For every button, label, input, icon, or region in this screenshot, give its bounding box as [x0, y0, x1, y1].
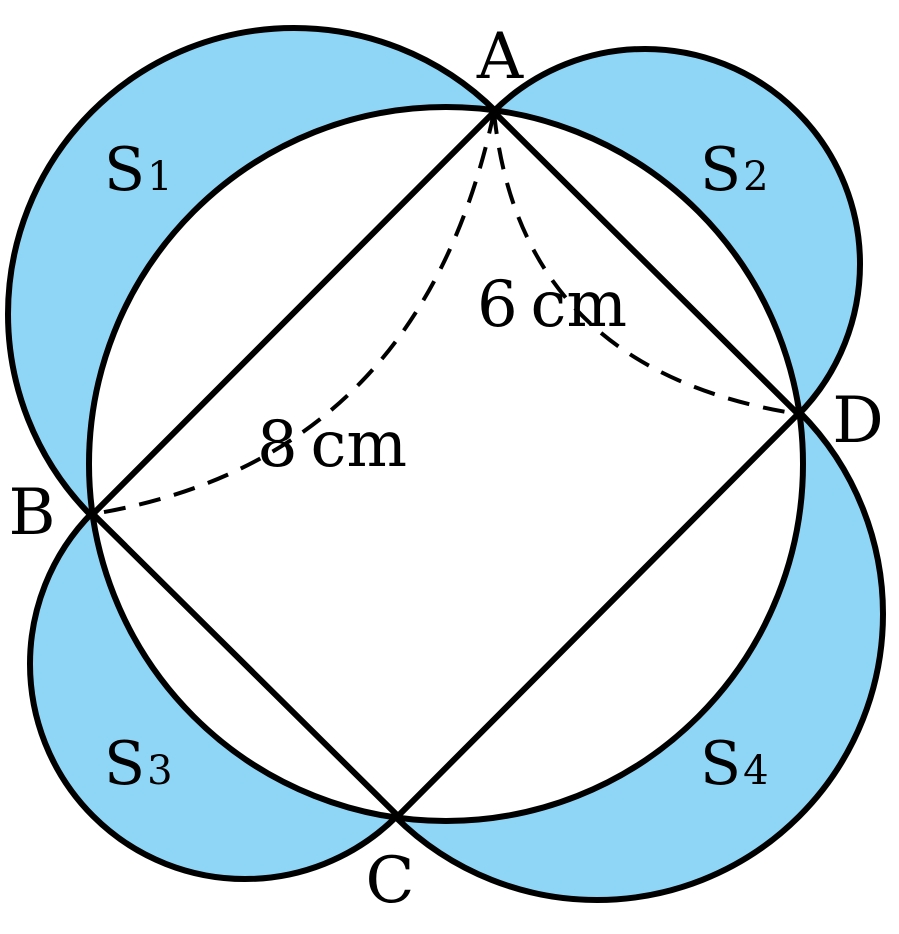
vertex-label-a: A	[476, 20, 524, 94]
region-label-s1: S1	[104, 135, 173, 205]
region-label-s4: S4	[700, 729, 769, 799]
rectangle-abcd	[88, 107, 803, 821]
dimension-arc-ad	[492, 111, 799, 416]
length-label-ad: 6 cm	[477, 268, 627, 342]
vertex-label-c: C	[366, 844, 415, 918]
region-label-s2: S2	[700, 135, 769, 205]
vertex-label-d: D	[832, 384, 883, 458]
circumcircle	[86, 104, 806, 824]
vertex-label-b: B	[8, 476, 55, 550]
dimension-arc-ab	[92, 111, 496, 516]
region-label-s3: S3	[104, 729, 173, 799]
length-label-ab: 8 cm	[257, 408, 407, 482]
